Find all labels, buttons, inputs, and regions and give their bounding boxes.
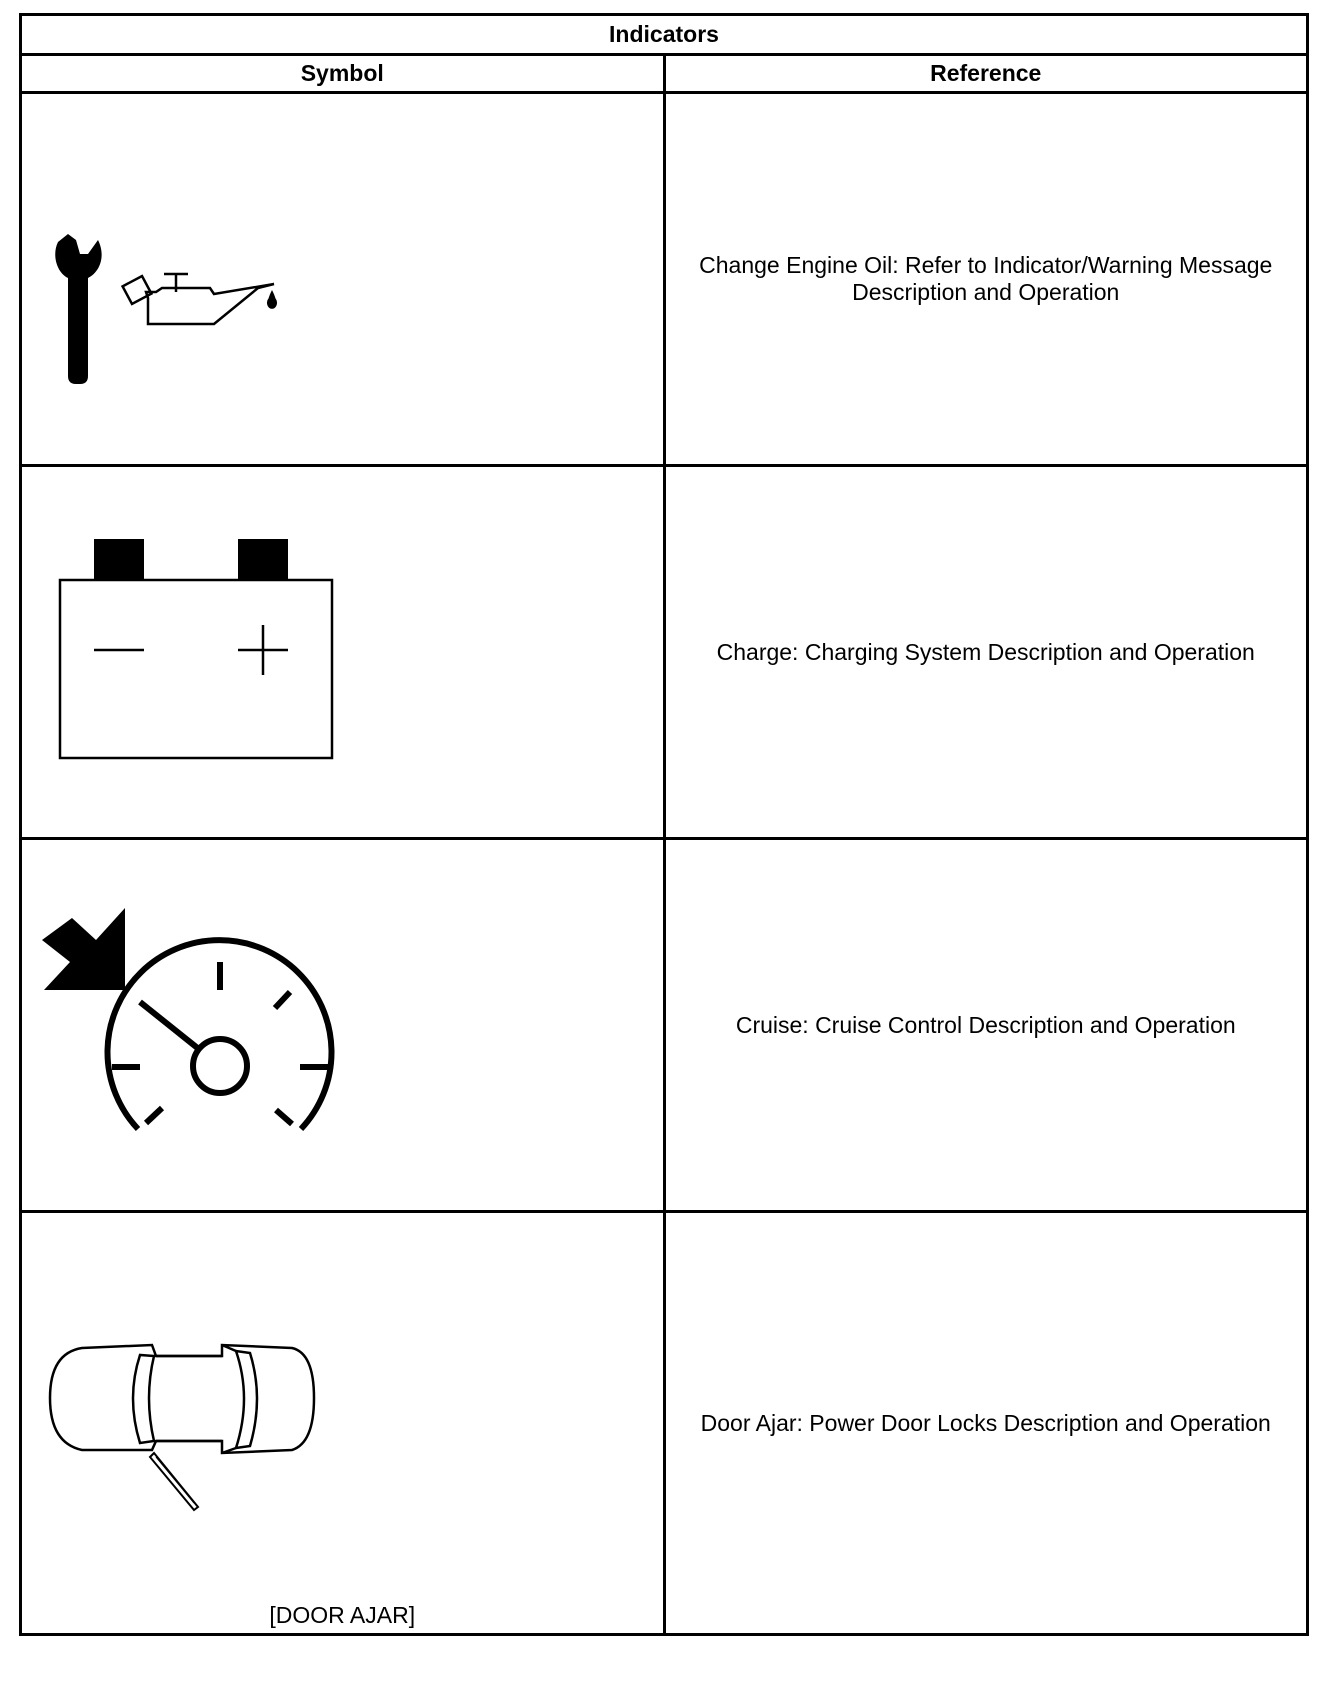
symbol-caption: [DOOR AJAR] bbox=[269, 1602, 416, 1628]
reference-cell: Cruise: Cruise Control Description and O… bbox=[662, 837, 1309, 1213]
table-row: Cruise: Cruise Control Description and O… bbox=[19, 837, 1309, 1213]
reference-cell: Door Ajar: Power Door Locks Description … bbox=[662, 1210, 1309, 1636]
reference-cell: Change Engine Oil: Refer to Indicator/Wa… bbox=[662, 91, 1309, 467]
indicators-table: Indicators Symbol Reference bbox=[19, 13, 1309, 1636]
table-row: Change Engine Oil: Refer to Indicator/Wa… bbox=[19, 91, 1309, 467]
table-title: Indicators bbox=[19, 13, 1309, 56]
symbol-column-header: Symbol bbox=[19, 53, 666, 94]
symbol-cell: [DOOR AJAR] bbox=[19, 1210, 666, 1636]
table-row: Charge: Charging System Description and … bbox=[19, 464, 1309, 840]
table-row: [DOOR AJAR] Door Ajar: Power Door Locks … bbox=[19, 1210, 1309, 1636]
cruise-control-icon bbox=[42, 908, 335, 1132]
reference-cell: Charge: Charging System Description and … bbox=[662, 464, 1309, 840]
symbol-cell bbox=[19, 91, 666, 467]
reference-column-header: Reference bbox=[662, 53, 1309, 94]
symbol-cell bbox=[19, 464, 666, 840]
battery-charge-icon bbox=[58, 539, 334, 760]
change-engine-oil-icon bbox=[55, 234, 277, 384]
door-ajar-icon bbox=[48, 1343, 316, 1512]
symbol-cell bbox=[19, 837, 666, 1213]
